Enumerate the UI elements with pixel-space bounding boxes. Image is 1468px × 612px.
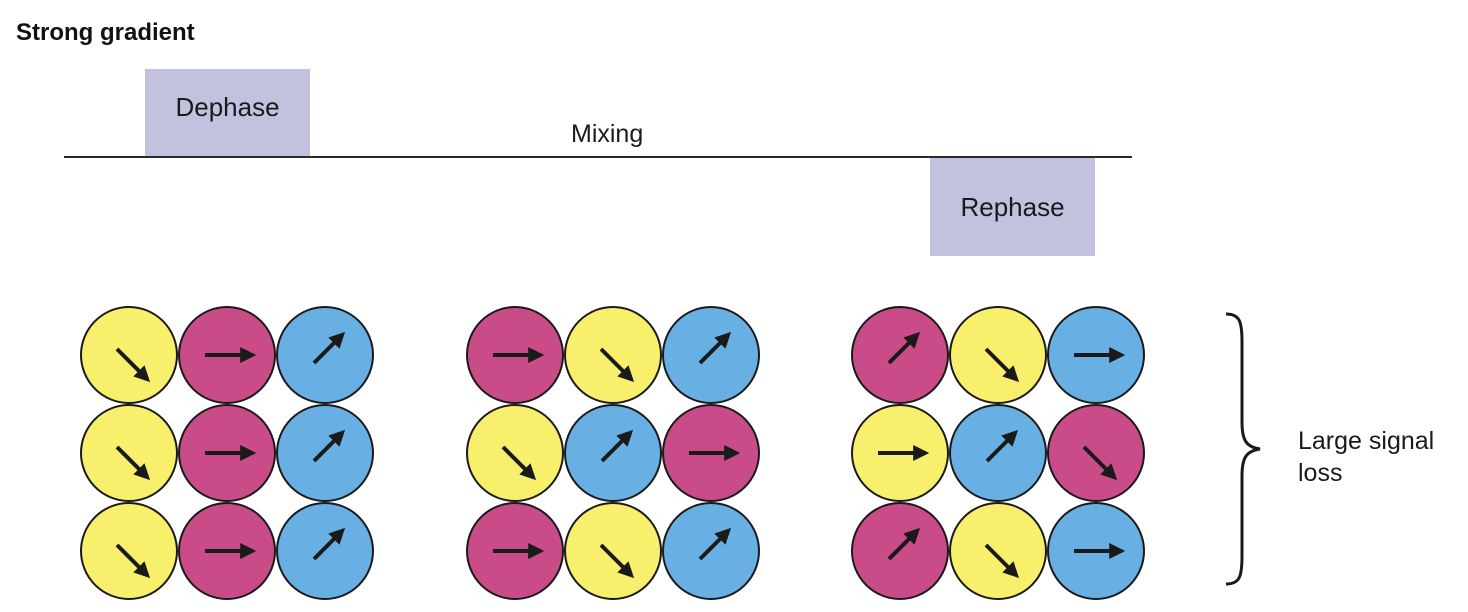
mixing-label: Mixing: [571, 120, 644, 148]
spin-down-right-arrow-icon: [501, 445, 537, 481]
spin-up-right-arrow-icon: [312, 527, 346, 561]
spin-cell: [466, 306, 564, 404]
spin-cell: [851, 306, 949, 404]
spin-up-right-arrow-icon: [312, 429, 346, 463]
yellow-spin-circle: [949, 306, 1047, 404]
spin-cell: [178, 502, 276, 600]
yellow-spin-circle: [80, 502, 178, 600]
spin-cell: [564, 404, 662, 502]
spin-cell: [662, 306, 760, 404]
spin-cell: [564, 306, 662, 404]
spin-cell: [564, 502, 662, 600]
spin-cell: [80, 502, 178, 600]
spin-down-right-arrow-icon: [115, 445, 151, 481]
spin-up-right-arrow-icon: [698, 331, 732, 365]
spin-up-right-arrow-icon: [312, 331, 346, 365]
spin-cell: [851, 502, 949, 600]
rephase-label: Rephase: [960, 191, 1065, 222]
spin-down-right-arrow-icon: [1082, 445, 1118, 481]
spin-cell: [949, 502, 1047, 600]
blue-spin-circle: [662, 502, 760, 600]
yellow-spin-circle: [466, 404, 564, 502]
yellow-spin-circle: [564, 306, 662, 404]
spin-down-right-arrow-icon: [599, 347, 635, 383]
magenta-spin-circle: [1047, 404, 1145, 502]
spin-grids: [80, 306, 1145, 600]
dephase-label: Dephase: [175, 91, 280, 122]
rephase-grid: [851, 306, 1145, 600]
spin-cell: [178, 404, 276, 502]
spin-cell: [466, 404, 564, 502]
spin-cell: [466, 502, 564, 600]
blue-spin-circle: [662, 306, 760, 404]
spin-up-right-arrow-icon: [985, 429, 1019, 463]
spin-up-right-arrow-icon: [887, 331, 921, 365]
yellow-spin-circle: [80, 404, 178, 502]
right-curly-brace: [1225, 312, 1261, 586]
blue-spin-circle: [276, 502, 374, 600]
blue-spin-circle: [276, 404, 374, 502]
dephase-pulse-block: Dephase: [145, 69, 310, 157]
outcome-line-2: loss: [1298, 459, 1343, 487]
spin-down-right-arrow-icon: [115, 347, 151, 383]
spin-cell: [662, 404, 760, 502]
blue-spin-circle: [276, 306, 374, 404]
dephase-grid: [80, 306, 374, 600]
spin-up-right-arrow-icon: [698, 527, 732, 561]
spin-cell: [80, 404, 178, 502]
spin-down-right-arrow-icon: [984, 543, 1020, 579]
blue-spin-circle: [564, 404, 662, 502]
gradient-timeline: [64, 156, 1132, 158]
magenta-spin-circle: [851, 502, 949, 600]
spin-cell: [276, 502, 374, 600]
spin-up-right-arrow-icon: [887, 527, 921, 561]
spin-cell: [276, 404, 374, 502]
spin-up-right-arrow-icon: [600, 429, 634, 463]
spin-down-right-arrow-icon: [984, 347, 1020, 383]
spin-cell: [80, 306, 178, 404]
spin-cell: [1047, 404, 1145, 502]
spin-cell: [949, 404, 1047, 502]
spin-cell: [178, 306, 276, 404]
yellow-spin-circle: [564, 502, 662, 600]
outcome-line-1: Large signal: [1298, 427, 1435, 455]
yellow-spin-circle: [949, 502, 1047, 600]
spin-cell: [949, 306, 1047, 404]
outcome-label: Large signal loss: [1298, 425, 1468, 489]
spin-down-right-arrow-icon: [599, 543, 635, 579]
yellow-spin-circle: [80, 306, 178, 404]
spin-cell: [1047, 502, 1145, 600]
spin-cell: [276, 306, 374, 404]
magenta-spin-circle: [851, 306, 949, 404]
spin-down-right-arrow-icon: [115, 543, 151, 579]
diagram-title: Strong gradient: [16, 19, 195, 46]
spin-cell: [1047, 306, 1145, 404]
spin-cell: [851, 404, 949, 502]
blue-spin-circle: [949, 404, 1047, 502]
rephase-pulse-block: Rephase: [930, 158, 1095, 256]
spin-cell: [662, 502, 760, 600]
mixing-grid: [466, 306, 760, 600]
